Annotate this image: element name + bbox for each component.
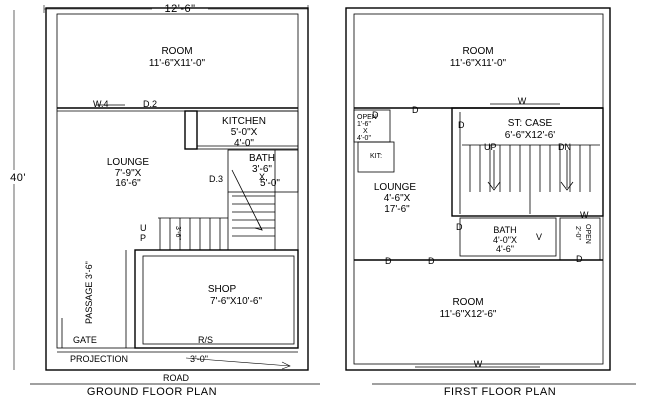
open-left-l4: 4'-0" xyxy=(357,135,371,142)
room-size: 11'-6"X11'-0" xyxy=(149,58,206,69)
stair-up-p: P xyxy=(140,233,146,243)
first-room-bottom-name: ROOM xyxy=(452,297,483,308)
stair-width-dim: 3'-6" xyxy=(174,226,181,240)
first-window-bottom: W xyxy=(474,359,483,369)
stair-up: UP xyxy=(484,142,497,152)
first-bath-name: BATH xyxy=(493,225,516,235)
first-room-bottom-size: 11'-6"X12'-6" xyxy=(440,309,497,320)
road-label: ROAD xyxy=(163,373,190,383)
first-window-top: W xyxy=(518,96,527,106)
first-floor-title: FIRST FLOOR PLAN xyxy=(444,386,556,398)
shop-name: SHOP xyxy=(208,284,237,295)
ground-stair xyxy=(158,150,276,251)
first-stairs xyxy=(462,144,600,214)
first-door-top: D xyxy=(412,105,419,115)
room-name: ROOM xyxy=(161,46,192,57)
kitchen-box xyxy=(196,110,299,150)
kit-label: KIT: xyxy=(370,153,382,160)
bath-size-2: 5'-0" xyxy=(260,178,280,189)
depth-dim-mask xyxy=(4,170,32,184)
lounge-size-2: 16'-6" xyxy=(115,178,141,189)
bath-name: BATH xyxy=(249,153,275,164)
bath-box xyxy=(227,149,299,193)
rs-label: R/S xyxy=(198,335,213,345)
projection-arrow-line xyxy=(185,357,291,367)
first-bath-box xyxy=(459,217,557,257)
stcase-name: ST: CASE xyxy=(508,118,553,129)
first-lounge-name: LOUNGE xyxy=(374,182,417,193)
open-left-l2: 1'-6" xyxy=(357,121,371,128)
shop-wall-inner xyxy=(142,255,295,345)
gate-label: GATE xyxy=(73,335,97,345)
ground-outer-wall xyxy=(45,7,309,371)
first-door-d3: D xyxy=(576,254,583,264)
window-w4-label: W.4 xyxy=(93,99,109,109)
lounge-name: LOUNGE xyxy=(107,157,150,168)
ground-floor-plan: 12'-6" 40' ROOM 11'-6"X11'-0" W.4 D.2 KI… xyxy=(4,2,320,398)
lounge-size-1: 7'-9"X xyxy=(115,168,142,179)
kitchen-counter xyxy=(184,110,198,150)
shop-wall-outer xyxy=(134,249,299,349)
first-door-mid: D xyxy=(456,222,463,232)
passage-label: PASSAGE 3'-6" xyxy=(84,261,94,324)
open-left-l3: X xyxy=(363,128,368,135)
stcase-wall xyxy=(451,107,604,217)
kitchen-size-1: 5'-0"X xyxy=(231,127,258,138)
door-d3-label: D.3 xyxy=(209,174,223,184)
kit-box xyxy=(357,141,395,173)
bath-size-1: 3'-6" xyxy=(252,164,272,175)
ground-floor-title: GROUND FLOOR PLAN xyxy=(87,386,217,398)
first-bath-size-2: 4'-6" xyxy=(496,244,514,254)
kitchen-size-2: 4'-0" xyxy=(234,138,254,149)
stair-up-u: U xyxy=(140,223,147,233)
first-room-top-size: 11'-6"X11'-0" xyxy=(450,58,507,69)
first-door-stcase: D xyxy=(458,120,465,130)
first-bath-size-1: 4'-0"X xyxy=(493,235,517,245)
depth-dimension-label: 40' xyxy=(10,172,26,184)
open-right-l2: 2'-0" xyxy=(574,226,581,240)
open-right-l1: OPEN xyxy=(584,224,591,244)
kitchen-name: KITCHEN xyxy=(222,116,266,127)
first-window-right: W xyxy=(580,210,589,220)
projection-label: PROJECTION xyxy=(70,354,128,364)
shop-size: 7'-6"X10'-6" xyxy=(210,296,263,307)
first-room-top-name: ROOM xyxy=(462,46,493,57)
first-bath-v: V xyxy=(536,232,542,242)
first-lounge-size-2: 17'-6" xyxy=(384,204,410,215)
stcase-size: 6'-6"X12'-6' xyxy=(505,130,556,141)
first-lounge-size-1: 4'-6"X xyxy=(384,193,411,204)
width-dimension-label: 12'-6" xyxy=(164,3,195,15)
first-floor-plan: ROOM 11'-6"X11'-0" W D OPEN 1'-6" X 4'-0… xyxy=(345,7,636,398)
projection-arrow-head xyxy=(281,361,291,370)
first-outer-wall xyxy=(345,7,611,371)
stair-dn: DN xyxy=(558,142,571,152)
open-left-l1: OPEN xyxy=(357,114,377,121)
first-door-d-left: D xyxy=(372,110,379,120)
bath-x: X xyxy=(259,172,265,182)
first-door-d1: D xyxy=(385,256,392,266)
door-d2-label: D.2 xyxy=(143,99,157,109)
first-door-d2: D xyxy=(428,256,435,266)
